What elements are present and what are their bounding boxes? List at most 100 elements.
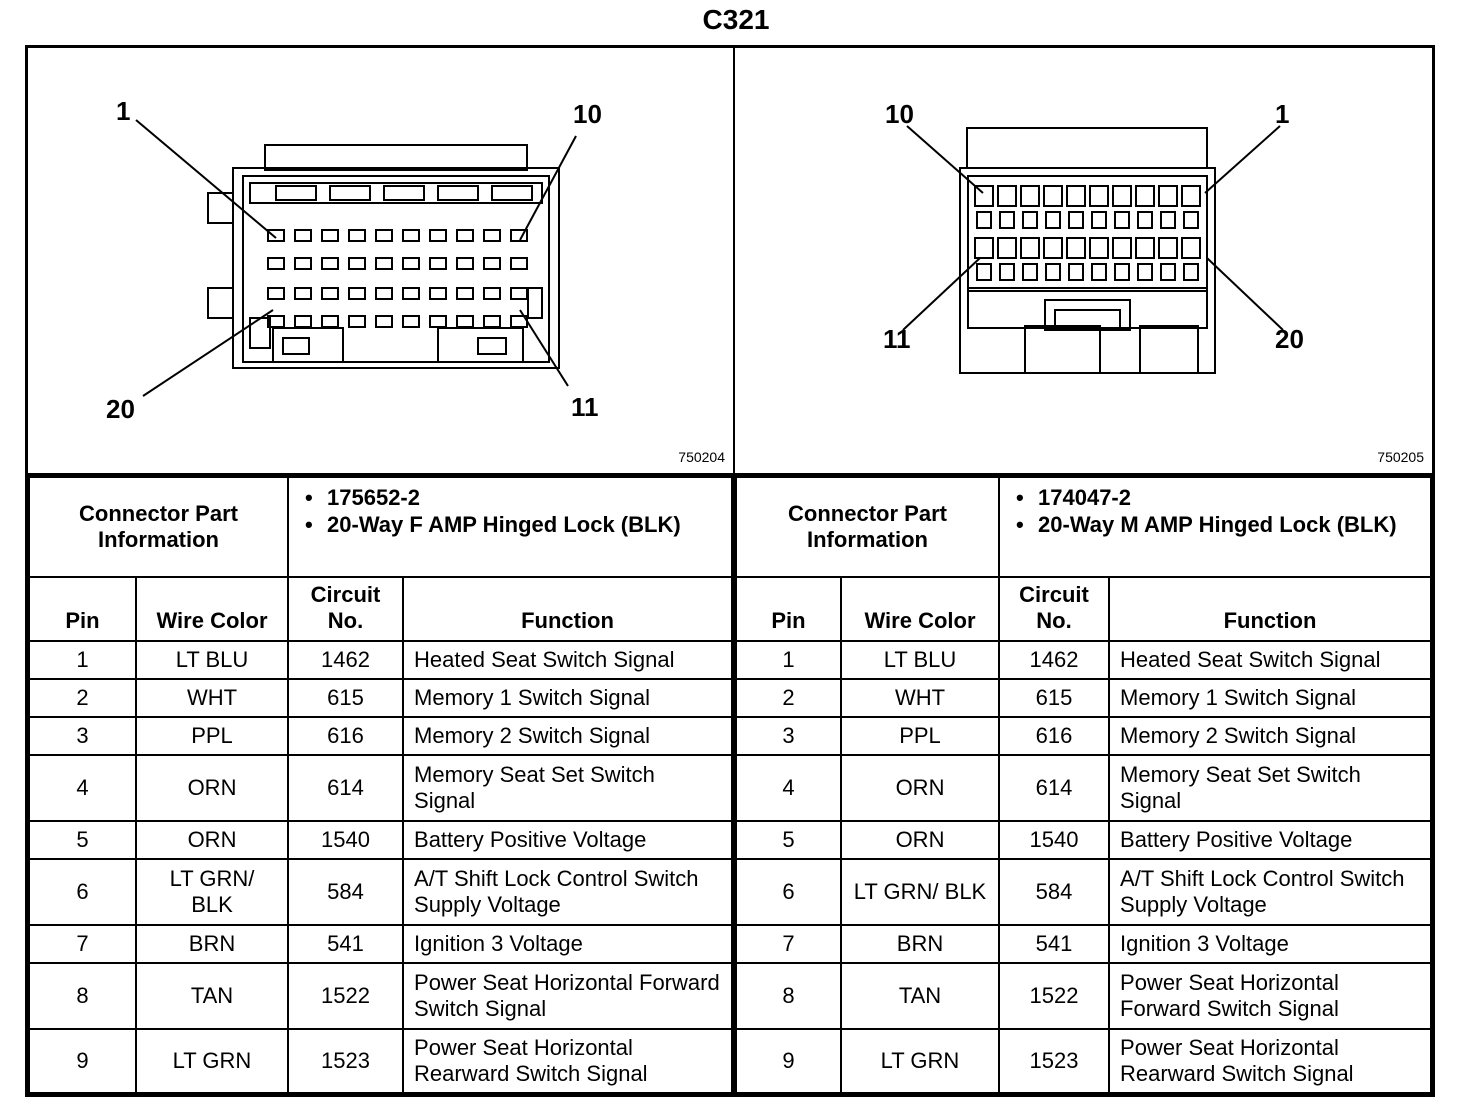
function-cell: Memory 1 Switch Signal: [402, 678, 733, 718]
wire-color-cell: LT GRN: [134, 1028, 290, 1094]
pin-cell: 7: [735, 924, 842, 964]
part-description: 20-Way M AMP Hinged Lock (BLK): [1016, 511, 1420, 538]
function-cell: Memory 2 Switch Signal: [402, 716, 733, 756]
header-wire-color: Wire Color: [134, 576, 290, 642]
male-connector-drawing: 10 1 11 20: [883, 99, 1304, 374]
wire-color-cell: ORN: [134, 754, 290, 822]
callout-pin-11: 11: [571, 392, 599, 422]
circuit-cell: 614: [287, 754, 405, 822]
circuit-cell: 1462: [998, 640, 1111, 680]
function-cell: Power Seat Horizontal Rearward Switch Si…: [402, 1028, 733, 1094]
pin-cell: 4: [28, 754, 137, 822]
header-pin: Pin: [735, 576, 842, 642]
callout-pin-10: 10: [573, 99, 602, 129]
pin-cell: 1: [735, 640, 842, 680]
connector-part-info-label: Connector Part Information: [27, 476, 290, 578]
circuit-cell: 1462: [287, 640, 405, 680]
pin-cell: 2: [28, 678, 137, 718]
pin-cell: 3: [735, 716, 842, 756]
pin-cell: 5: [735, 820, 842, 860]
callout-pin-10: 10: [885, 99, 914, 129]
circuit-cell: 615: [998, 678, 1111, 718]
pin-cell: 9: [735, 1028, 842, 1094]
wire-color-cell: PPL: [134, 716, 290, 756]
figure-id: 750205: [1377, 449, 1424, 465]
callout-pin-20: 20: [1275, 324, 1304, 354]
function-cell: Heated Seat Switch Signal: [402, 640, 733, 680]
page-title: C321: [702, 4, 770, 35]
pin-cell: 9: [28, 1028, 137, 1094]
pin-cell: 2: [735, 678, 842, 718]
table-header-row: Pin Wire Color Circuit No. Function: [735, 576, 1432, 642]
wire-color-cell: PPL: [839, 716, 1001, 756]
function-cell: Heated Seat Switch Signal: [1108, 640, 1432, 680]
function-cell: Memory 2 Switch Signal: [1108, 716, 1432, 756]
left-pinout-table: Connector Part Information 175652-2 20-W…: [27, 476, 733, 1094]
circuit-cell: 614: [998, 754, 1111, 822]
table-header-row: Pin Wire Color Circuit No. Function: [28, 576, 733, 642]
pin-cell: 5: [28, 820, 137, 860]
callout-pin-1: 1: [116, 96, 130, 126]
connector-part-info-label: Connector Part Information: [734, 476, 1001, 578]
circuit-cell: 1523: [287, 1028, 405, 1094]
wire-color-cell: LT BLU: [839, 640, 1001, 680]
wire-color-cell: ORN: [839, 820, 1001, 860]
pin-cell: 1: [28, 640, 137, 680]
header-pin: Pin: [28, 576, 137, 642]
pin-cell: 6: [28, 858, 137, 926]
wire-color-cell: LT GRN/ BLK: [839, 858, 1001, 926]
part-number: 175652-2: [305, 484, 721, 511]
figure-id: 750204: [678, 449, 725, 465]
function-cell: Power Seat Horizontal Forward Switch Sig…: [402, 962, 733, 1030]
function-cell: A/T Shift Lock Control Switch Supply Vol…: [402, 858, 733, 926]
pin-cell: 4: [735, 754, 842, 822]
wire-color-cell: ORN: [839, 754, 1001, 822]
wire-color-cell: LT BLU: [134, 640, 290, 680]
wire-color-cell: LT GRN: [839, 1028, 1001, 1094]
wire-color-cell: TAN: [134, 962, 290, 1030]
header-function: Function: [1108, 576, 1432, 642]
wire-color-cell: TAN: [839, 962, 1001, 1030]
left-connector-panel: 1 10 20 11 750204 Connector Part Informa…: [27, 48, 735, 1094]
circuit-cell: 584: [287, 858, 405, 926]
circuit-cell: 615: [287, 678, 405, 718]
connector-sheet: 1 10 20 11 750204 Connector Part Informa…: [25, 45, 1435, 1097]
connector-part-info: 175652-2 20-Way F AMP Hinged Lock (BLK): [287, 476, 733, 578]
left-connector-diagram: 1 10 20 11 750204: [28, 48, 733, 476]
wire-color-cell: BRN: [134, 924, 290, 964]
pin-cell: 6: [735, 858, 842, 926]
function-cell: Ignition 3 Voltage: [402, 924, 733, 964]
callout-pin-20: 20: [106, 394, 135, 424]
circuit-cell: 1540: [998, 820, 1111, 860]
right-connector-diagram: 10 1 11 20 750205: [735, 48, 1432, 476]
right-connector-panel: 10 1 11 20 750205 Connector Part Informa…: [734, 48, 1432, 1094]
function-cell: Memory Seat Set Switch Signal: [1108, 754, 1432, 822]
callout-pin-1: 1: [1275, 99, 1289, 129]
female-connector-drawing: 1 10 20 11: [106, 96, 602, 424]
pin-cell: 8: [28, 962, 137, 1030]
function-cell: Memory 1 Switch Signal: [1108, 678, 1432, 718]
wire-color-cell: WHT: [134, 678, 290, 718]
wire-color-cell: ORN: [134, 820, 290, 860]
header-wire-color: Wire Color: [839, 576, 1001, 642]
circuit-cell: 1523: [998, 1028, 1111, 1094]
function-cell: Power Seat Horizontal Rearward Switch Si…: [1108, 1028, 1432, 1094]
circuit-cell: 541: [998, 924, 1111, 964]
